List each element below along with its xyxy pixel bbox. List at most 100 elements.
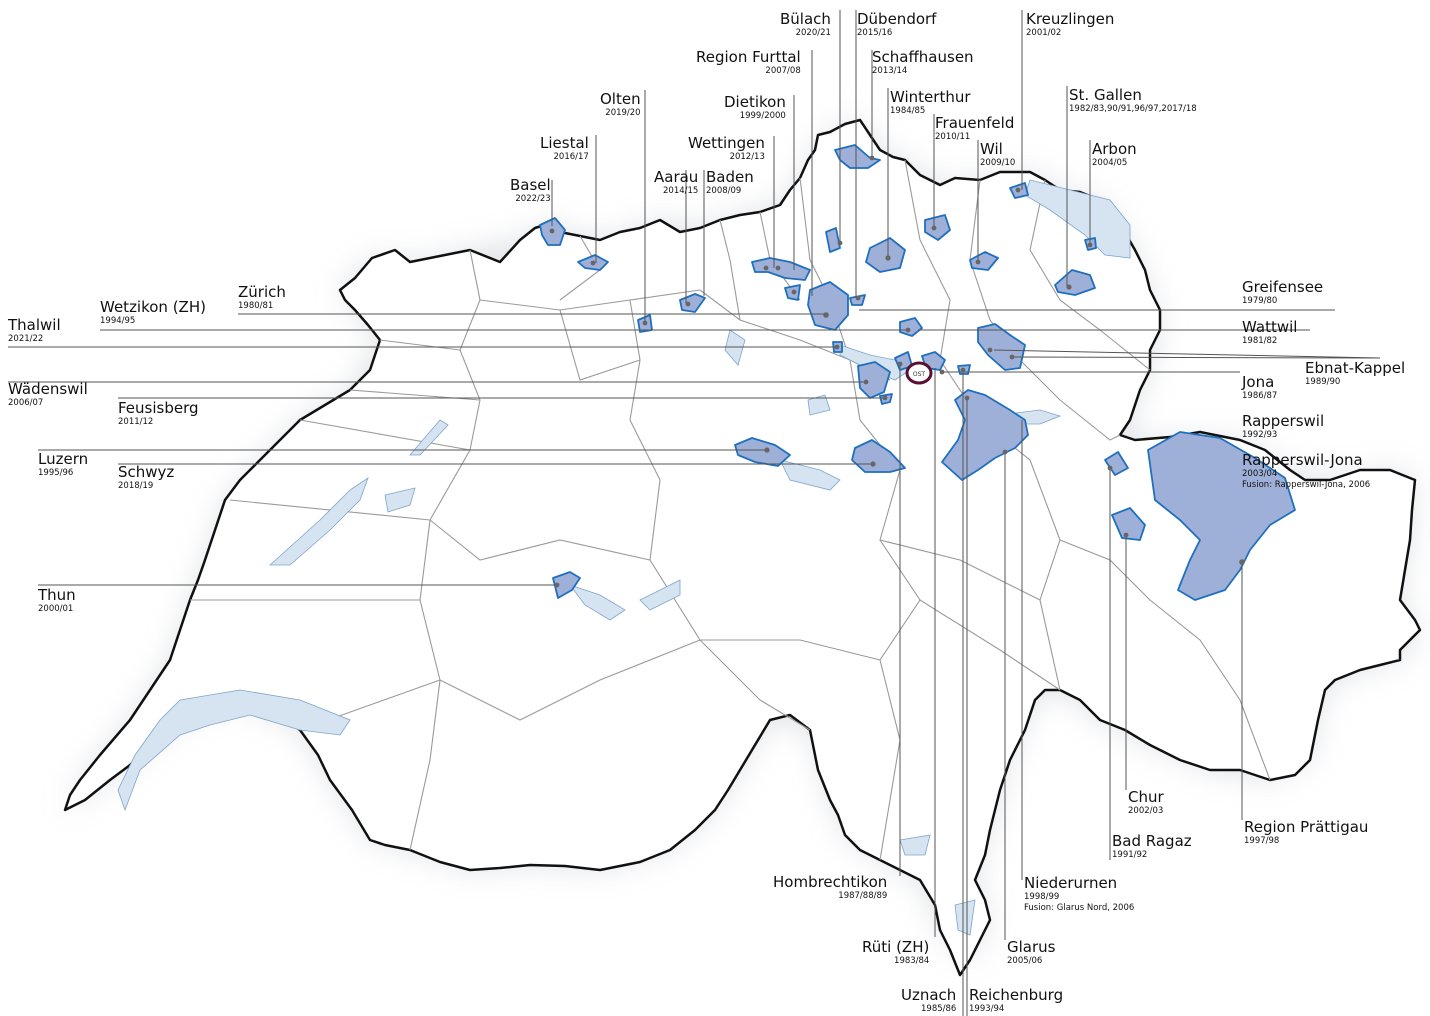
location-name: Rapperswil-Jona <box>1242 451 1363 469</box>
label-wetzikon: Wetzikon (ZH)1994/95 <box>100 300 206 326</box>
location-years: 2014/15 <box>663 186 699 196</box>
location-years: 1989/90 <box>1305 377 1341 387</box>
canton-borders <box>190 159 1271 861</box>
location-years: 1999/2000 <box>739 111 786 121</box>
location-name: Schwyz <box>118 463 175 481</box>
location-years: 1997/98 <box>1244 836 1280 846</box>
location-name: Region Prättigau <box>1244 818 1369 836</box>
country-border <box>63 118 1422 977</box>
location-years: 2007/08 <box>765 66 801 76</box>
location-years: 1987/88/89 <box>838 891 888 901</box>
region-dots <box>549 155 1245 588</box>
location-years: 2015/16 <box>857 28 893 38</box>
location-years: 2011/12 <box>118 417 154 427</box>
location-years: 1992/93 <box>1242 430 1278 440</box>
ost-marker-text: OST <box>913 371 926 378</box>
location-name: Rüti (ZH) <box>862 938 930 956</box>
location-name: Thalwil <box>8 316 61 334</box>
leader-lines <box>8 10 1381 1016</box>
location-name: Zürich <box>238 283 286 301</box>
location-name: Wetzikon (ZH) <box>100 298 206 316</box>
location-name: Aarau <box>654 168 699 186</box>
location-name: Hombrechtikon <box>773 873 888 891</box>
location-years: 1986/87 <box>1242 391 1278 401</box>
location-years: 1979/80 <box>1242 296 1278 306</box>
location-name: Glarus <box>1007 938 1056 956</box>
location-years: 2002/03 <box>1128 806 1164 816</box>
location-name: Reichenburg <box>969 986 1064 1004</box>
location-years: 2016/17 <box>553 152 589 162</box>
location-name: Greifensee <box>1242 278 1324 296</box>
location-years: 2018/19 <box>118 481 154 491</box>
location-name: Baden <box>706 168 754 186</box>
location-name: Olten <box>600 90 641 108</box>
location-years: 1983/84 <box>894 956 930 966</box>
location-years: 2022/23 <box>515 194 551 204</box>
location-years: 1984/85 <box>890 106 926 116</box>
location-name: Chur <box>1128 788 1164 806</box>
location-name: Kreuzlingen <box>1026 10 1115 28</box>
location-years: 2008/09 <box>706 186 742 196</box>
location-years: 2021/22 <box>8 334 44 344</box>
location-name: Rapperswil <box>1242 412 1325 430</box>
location-name: Feusisberg <box>118 399 199 417</box>
location-years: 1985/86 <box>921 1004 957 1014</box>
location-name: Frauenfeld <box>935 114 1015 132</box>
ost-marker: OST <box>905 361 933 385</box>
location-years: 2010/11 <box>935 132 971 142</box>
location-years: 1981/82 <box>1242 336 1278 346</box>
location-name: Liestal <box>540 134 589 152</box>
location-name: Wil <box>980 140 1003 158</box>
lakes <box>117 179 1131 936</box>
location-name: Dübendorf <box>857 10 937 28</box>
location-years: 2000/01 <box>38 604 74 614</box>
location-name: Wettingen <box>688 134 765 152</box>
location-years: 1993/94 <box>969 1004 1005 1014</box>
location-name: Luzern <box>38 450 89 468</box>
location-years: 1995/96 <box>38 468 74 478</box>
location-name: Region Furttal <box>696 48 801 66</box>
location-name: St. Gallen <box>1069 86 1142 104</box>
location-years: 2005/06 <box>1007 956 1043 966</box>
location-name: Arbon <box>1092 140 1137 158</box>
location-name: Wädenswil <box>8 380 88 398</box>
location-years: 2003/04 <box>1242 469 1278 479</box>
location-note: Fusion: Rapperswil-Jona, 2006 <box>1242 479 1371 490</box>
location-name: Uznach <box>901 986 957 1004</box>
location-years: 1991/92 <box>1112 850 1148 860</box>
location-name: Ebnat-Kappel <box>1305 359 1406 377</box>
location-years: 2004/05 <box>1092 158 1128 168</box>
location-years: 2013/14 <box>872 66 908 76</box>
location-name: Bülach <box>780 10 831 28</box>
location-years: 2001/02 <box>1026 28 1062 38</box>
